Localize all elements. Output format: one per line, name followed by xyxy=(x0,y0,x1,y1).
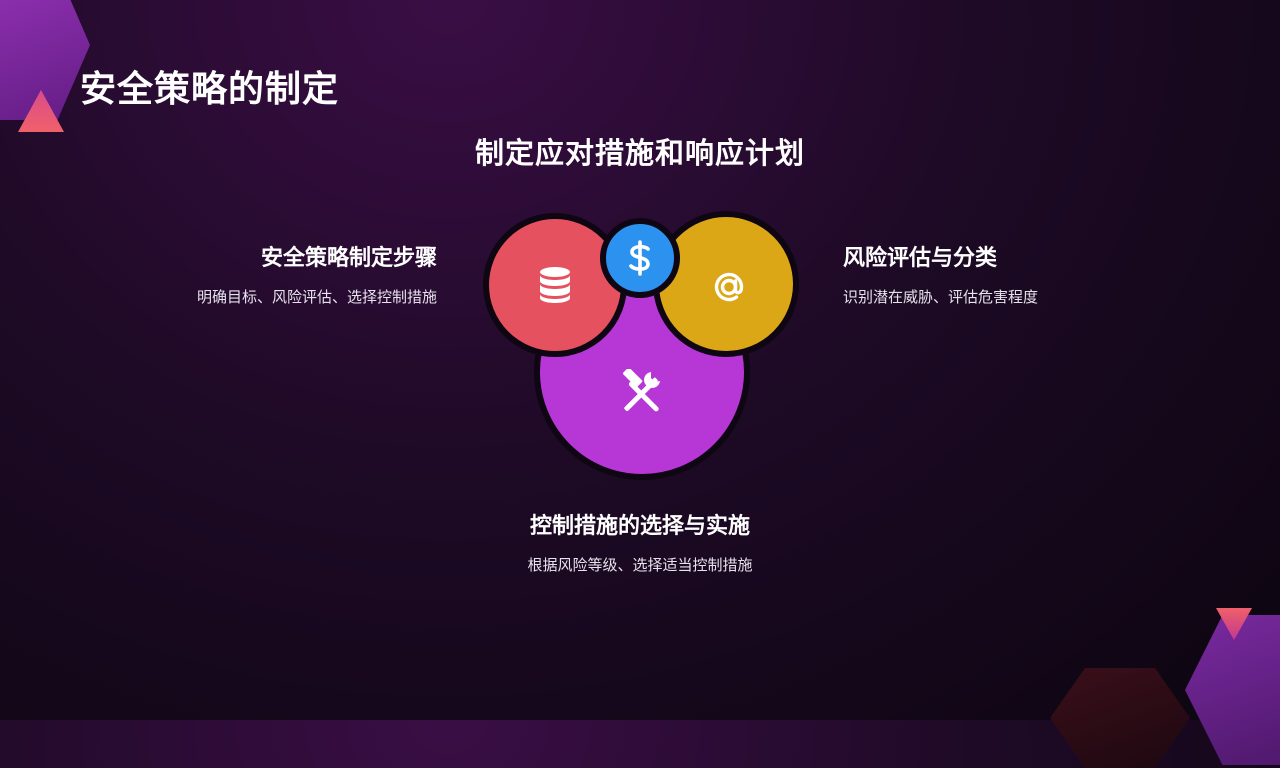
block-description: 根据风险等级、选择适当控制措施 xyxy=(527,556,753,574)
dollar-icon xyxy=(629,240,650,276)
block-heading: 安全策略制定步骤 xyxy=(260,246,437,271)
database-icon xyxy=(540,267,570,303)
decorative-hexagon-bottom xyxy=(1050,668,1190,768)
hammer-wrench-icon xyxy=(623,369,660,412)
circle-blue xyxy=(600,218,680,298)
block-heading: 控制措施的选择与实施 xyxy=(529,514,750,539)
circle-red xyxy=(483,213,627,357)
decorative-triangle-top-left xyxy=(18,90,64,132)
text-block-left: 安全策略制定步骤 明确目标、风险评估、选择控制措施 xyxy=(197,240,437,307)
text-block-bottom: 控制措施的选择与实施 根据风险等级、选择适当控制措施 xyxy=(0,508,1280,575)
slide-subtitle: 制定应对措施和响应计划 xyxy=(474,136,805,170)
decorative-triangle-bottom-right xyxy=(1216,608,1252,640)
block-heading: 风险评估与分类 xyxy=(843,246,998,271)
at-sign-icon xyxy=(714,272,744,302)
circle-yellow xyxy=(653,211,799,357)
block-description: 明确目标、风险评估、选择控制措施 xyxy=(196,288,437,306)
page-title: 安全策略的制定 xyxy=(80,69,340,110)
block-description: 识别潜在威胁、评估危害程度 xyxy=(843,288,1039,306)
text-block-right: 风险评估与分类 识别潜在威胁、评估危害程度 xyxy=(843,240,1038,307)
